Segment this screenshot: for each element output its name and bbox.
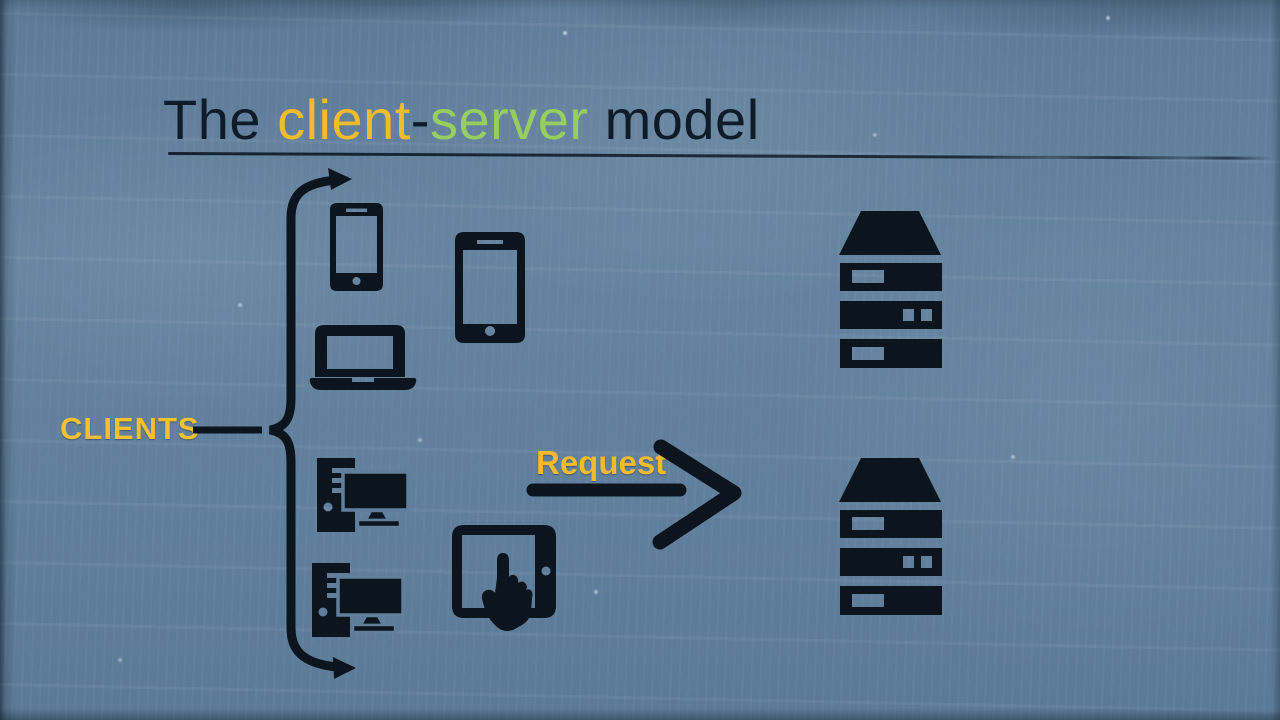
page-title: The client-server model: [163, 92, 760, 148]
server-icon: [839, 211, 942, 368]
server-icon-2: [839, 458, 942, 615]
title-hyphen: -: [410, 88, 430, 151]
clients-brace-arrow: [193, 168, 356, 679]
title-server: server: [429, 88, 589, 151]
desktop-computer-icon-2: [310, 561, 405, 639]
laptop-icon: [309, 325, 417, 390]
clients-label: CLIENTS: [60, 411, 200, 446]
smartphone-icon: [330, 203, 383, 291]
request-arrow: [526, 439, 742, 550]
mobile-phone-icon: [455, 232, 525, 343]
brace-bottom-arrowhead-icon: [333, 657, 356, 679]
touch-hand-icon: [481, 553, 533, 631]
brace-top-arrowhead-icon: [328, 168, 352, 190]
tablet-touch-icon: [452, 525, 556, 631]
request-label: Request: [536, 444, 667, 481]
desktop-computer-icon: [315, 456, 410, 534]
title-client: client: [277, 88, 411, 151]
title-model: model: [588, 88, 760, 151]
title-the: The: [163, 88, 278, 151]
